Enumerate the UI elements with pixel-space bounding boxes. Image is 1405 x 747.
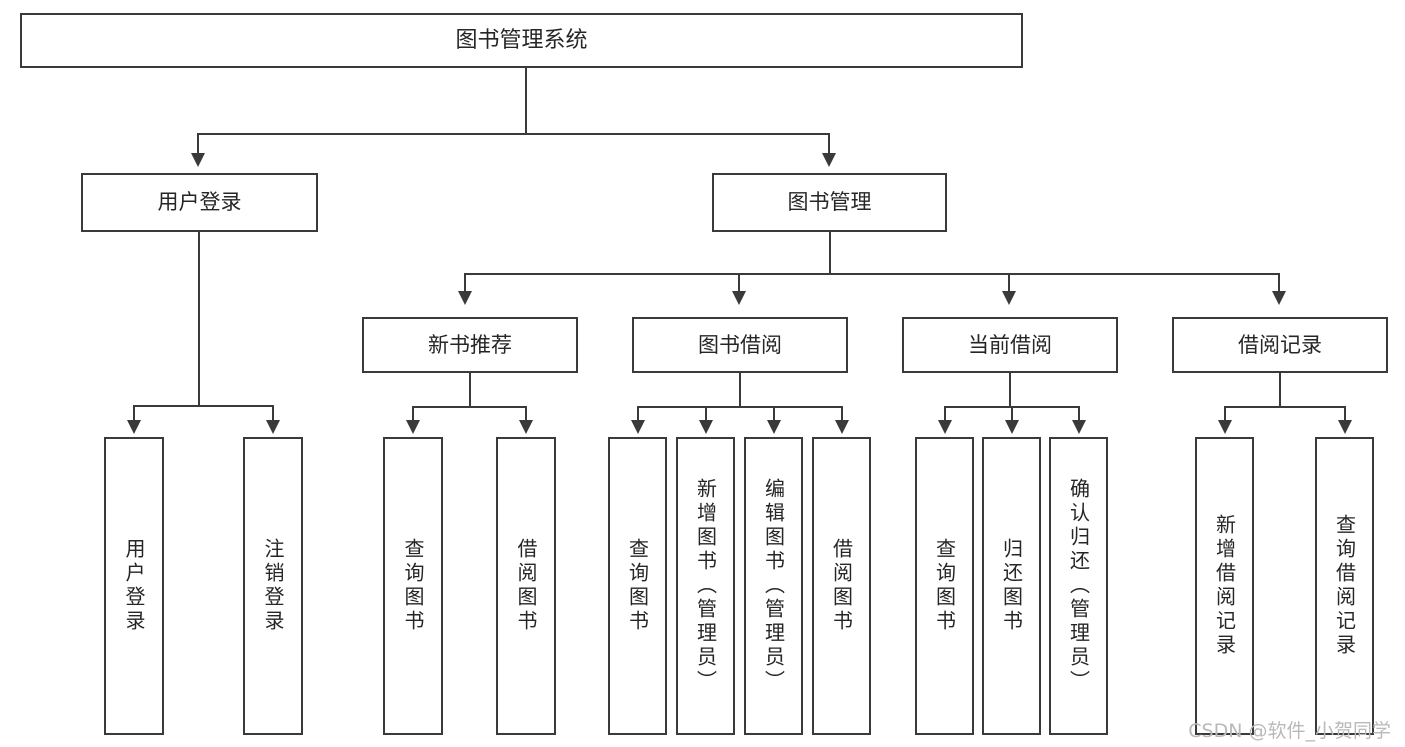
leaf-borrow-books[interactable]: 借阅图书 — [812, 437, 871, 735]
node-label: 用户登录 — [122, 538, 146, 634]
connector-new-book-rec-bus — [412, 406, 526, 408]
arrow-to-borrow-record — [1272, 291, 1286, 305]
connector-to-book-borrow — [738, 273, 740, 291]
leaf-user-login[interactable]: 用户登录 — [104, 437, 164, 735]
arrow-to-query-books-b — [631, 420, 645, 434]
node-label: 查询图书 — [932, 538, 957, 634]
arrow-to-confirm-return — [1072, 420, 1086, 434]
connector-new-book-rec-stem — [469, 373, 471, 407]
connector-cb-1 — [944, 406, 946, 420]
node-label: 图书管理系统 — [455, 27, 588, 53]
node-label: 确认归还（管理员） — [1066, 478, 1091, 694]
node-label: 借阅图书 — [514, 538, 538, 634]
leaf-edit-book[interactable]: 编辑图书（管理员） — [744, 437, 803, 735]
arrow-to-query-record — [1338, 420, 1352, 434]
arrow-to-book-borrow — [732, 291, 746, 305]
connector-root-to-book-manage — [828, 133, 830, 153]
arrow-to-borrow-books-b — [835, 420, 849, 434]
node-label: 图书借阅 — [698, 332, 782, 357]
leaf-add-borrow-record[interactable]: 新增借阅记录 — [1195, 437, 1254, 735]
node-label: 查询图书 — [401, 538, 425, 634]
node-label: 注销登录 — [261, 538, 285, 634]
node-book-manage[interactable]: 图书管理 — [712, 173, 947, 232]
connector-bb-3 — [773, 406, 775, 420]
arrow-to-query-books-a — [406, 420, 420, 434]
leaf-return-book[interactable]: 归还图书 — [982, 437, 1041, 735]
arrow-to-borrow-books-a — [519, 420, 533, 434]
connector-nbr-left — [412, 406, 414, 420]
connector-root-bus — [197, 133, 829, 135]
arrow-to-user-login — [191, 153, 205, 167]
arrow-to-query-books-c — [938, 420, 952, 434]
node-label: 新增借阅记录 — [1212, 514, 1237, 658]
connector-bb-1 — [637, 406, 639, 420]
node-label: 用户登录 — [157, 190, 242, 215]
node-label: 编辑图书（管理员） — [761, 478, 786, 694]
arrow-to-add-record — [1218, 420, 1232, 434]
node-user-login[interactable]: 用户登录 — [81, 173, 318, 232]
node-label: 新书推荐 — [428, 332, 512, 357]
connector-to-borrow-record — [1278, 273, 1280, 291]
connector-book-borrow-stem — [739, 373, 741, 407]
connector-user-login-bus — [133, 405, 273, 407]
node-label: 图书管理 — [787, 190, 872, 215]
leaf-confirm-return[interactable]: 确认归还（管理员） — [1049, 437, 1108, 735]
leaf-logout[interactable]: 注销登录 — [243, 437, 303, 735]
connector-user-login-right — [272, 405, 274, 420]
node-current-borrow[interactable]: 当前借阅 — [902, 317, 1118, 373]
node-new-book-recommend[interactable]: 新书推荐 — [362, 317, 578, 373]
connector-cb-3 — [1078, 406, 1080, 420]
node-label: 查询图书 — [625, 538, 650, 634]
connector-nbr-right — [525, 406, 527, 420]
node-book-management-system[interactable]: 图书管理系统 — [20, 13, 1023, 68]
connector-br-left — [1224, 406, 1226, 420]
arrow-to-logout — [266, 420, 280, 434]
connector-book-borrow-bus — [637, 406, 842, 408]
node-label: 当前借阅 — [968, 332, 1052, 357]
connector-level3-bus — [464, 273, 1280, 275]
connector-borrow-record-bus — [1224, 406, 1345, 408]
connector-root-to-user-login — [197, 133, 199, 153]
arrow-to-new-book-rec — [458, 291, 472, 305]
connector-user-login-left — [133, 405, 135, 420]
connector-to-new-book-rec — [464, 273, 466, 291]
node-book-borrow[interactable]: 图书借阅 — [632, 317, 848, 373]
leaf-query-books-new[interactable]: 查询图书 — [383, 437, 443, 735]
arrow-to-edit-book — [767, 420, 781, 434]
connector-book-manage-stem — [829, 232, 831, 274]
arrow-to-current-borrow — [1002, 291, 1016, 305]
leaf-borrow-books-new[interactable]: 借阅图书 — [496, 437, 556, 735]
node-label: 新增图书（管理员） — [693, 478, 718, 694]
node-label: 借阅记录 — [1238, 332, 1322, 357]
connector-bb-4 — [841, 406, 843, 420]
node-label: 归还图书 — [999, 538, 1024, 634]
arrow-to-return-book — [1005, 420, 1019, 434]
connector-cb-2 — [1011, 406, 1013, 420]
connector-current-borrow-stem — [1009, 373, 1011, 407]
arrow-to-add-book — [699, 420, 713, 434]
connector-borrow-record-stem — [1279, 373, 1281, 407]
node-label: 借阅图书 — [829, 538, 854, 634]
leaf-query-books-borrow[interactable]: 查询图书 — [608, 437, 667, 735]
node-borrow-record[interactable]: 借阅记录 — [1172, 317, 1388, 373]
connector-root-stem — [525, 68, 527, 134]
arrow-to-book-manage — [822, 153, 836, 167]
leaf-query-books-current[interactable]: 查询图书 — [915, 437, 974, 735]
leaf-query-borrow-record[interactable]: 查询借阅记录 — [1315, 437, 1374, 735]
connector-bb-2 — [705, 406, 707, 420]
connector-br-right — [1344, 406, 1346, 420]
connector-to-current-borrow — [1008, 273, 1010, 291]
connector-user-login-stem — [198, 232, 200, 406]
arrow-to-login — [127, 420, 141, 434]
node-label: 查询借阅记录 — [1332, 514, 1357, 658]
leaf-add-book[interactable]: 新增图书（管理员） — [676, 437, 735, 735]
